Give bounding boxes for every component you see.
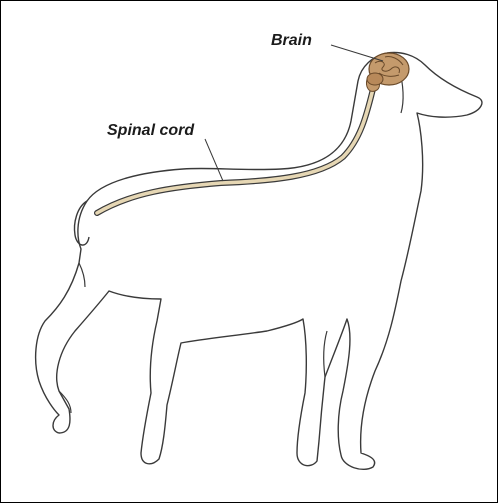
brain-cerebellum [367,73,383,85]
spinal-cord-label: Spinal cord [107,122,195,139]
dog-outline [36,53,482,470]
brain-leader-line [331,45,383,61]
brain-label: Brain [271,32,312,49]
